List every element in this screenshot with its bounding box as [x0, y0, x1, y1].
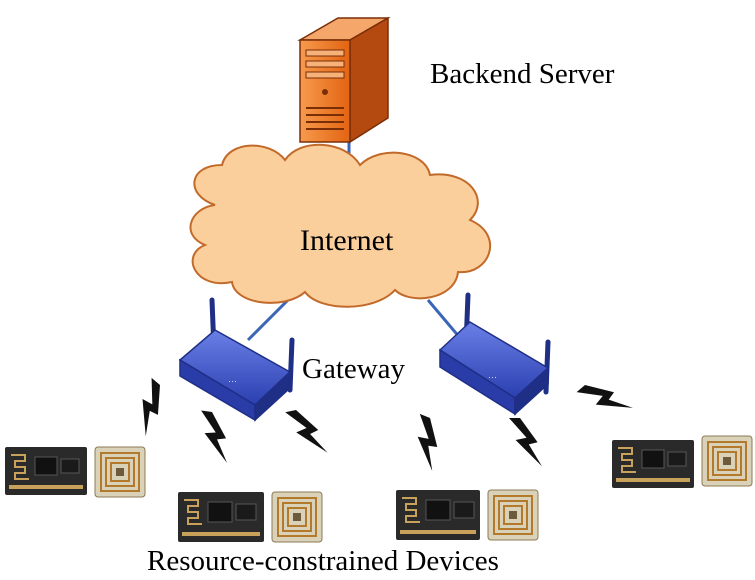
internet-label: Internet — [300, 224, 394, 257]
sensor-board-icon — [5, 447, 87, 495]
lightning-bolt-icon — [201, 410, 228, 463]
router-icon-left: ··· — [178, 297, 295, 422]
server-label: Backend Server — [430, 58, 615, 90]
rfid-tag-icon — [94, 446, 146, 498]
lightning-bolt-icon — [142, 377, 160, 437]
server-icon — [297, 16, 391, 144]
svg-text:···: ··· — [488, 372, 497, 382]
rfid-tag-icon — [701, 435, 753, 487]
device-group-1 — [5, 446, 146, 498]
sensor-board-icon — [612, 440, 694, 488]
rfid-tag-icon — [487, 489, 539, 541]
lightning-bolt-icon — [509, 418, 542, 467]
router-icon-right: ··· — [438, 292, 551, 416]
gateway-label: Gateway — [302, 353, 406, 385]
svg-text:···: ··· — [228, 376, 237, 386]
lightning-bolt-icon — [576, 385, 633, 408]
cloud-icon — [189, 143, 491, 308]
device-group-3 — [396, 489, 539, 541]
sensor-board-icon — [178, 492, 264, 542]
sensor-board-icon — [396, 490, 480, 540]
wireless-links — [142, 377, 633, 472]
rfid-tag-icon — [271, 491, 323, 543]
devices-label: Resource-constrained Devices — [147, 545, 499, 577]
lightning-bolt-icon — [417, 413, 438, 472]
device-group-4 — [612, 435, 753, 488]
lightning-bolt-icon — [285, 410, 328, 453]
device-group-2 — [178, 491, 323, 543]
